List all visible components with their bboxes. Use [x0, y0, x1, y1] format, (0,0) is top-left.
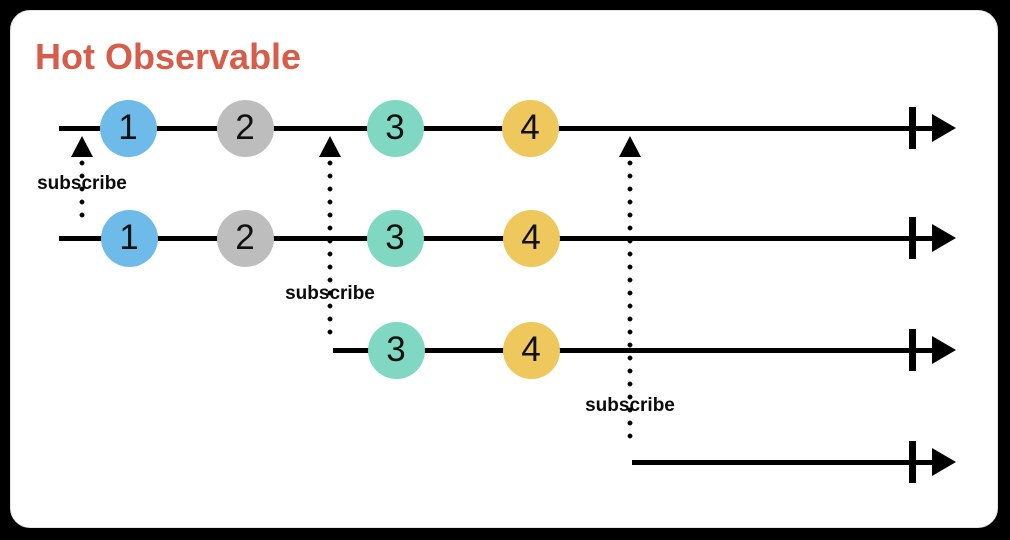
- subscribe-dotted-line: [79, 160, 85, 223]
- completion-tick: [908, 441, 916, 483]
- timeline-arrowhead-icon: [932, 448, 956, 476]
- marble-2: 2: [216, 99, 274, 157]
- marble-1: 1: [99, 99, 157, 157]
- diagram-card: [10, 10, 998, 528]
- subscribe-label: subscribe: [285, 283, 375, 304]
- completion-tick: [908, 107, 916, 149]
- subscribe-arrowhead-icon: [71, 136, 93, 157]
- completion-tick: [908, 217, 916, 259]
- marble-3: 3: [366, 99, 424, 157]
- subscribe-dotted-line: [327, 160, 333, 336]
- marble-4: 4: [501, 99, 559, 157]
- subscribe-dotted-line: [627, 160, 633, 446]
- marble-3: 3: [366, 209, 424, 267]
- subscribe-arrowhead-icon: [319, 136, 341, 157]
- timeline-arrowhead-icon: [932, 336, 956, 364]
- marble-3: 3: [367, 321, 425, 379]
- marble-2: 2: [216, 209, 274, 267]
- marble-4: 4: [502, 209, 560, 267]
- subscribe-label: subscribe: [37, 173, 127, 194]
- timeline-arrowhead-icon: [932, 224, 956, 252]
- completion-tick: [908, 329, 916, 371]
- marble-4: 4: [502, 321, 560, 379]
- page-title: Hot Observable: [35, 36, 302, 77]
- marble-1: 1: [100, 209, 158, 267]
- subscriber-2-timeline: [333, 347, 934, 353]
- source-timeline: [59, 125, 934, 131]
- subscriber-3-timeline: [632, 459, 934, 465]
- subscribe-label: subscribe: [585, 395, 675, 416]
- subscribe-arrowhead-icon: [619, 136, 641, 157]
- subscriber-1-timeline: [59, 235, 934, 241]
- timeline-arrowhead-icon: [932, 114, 956, 142]
